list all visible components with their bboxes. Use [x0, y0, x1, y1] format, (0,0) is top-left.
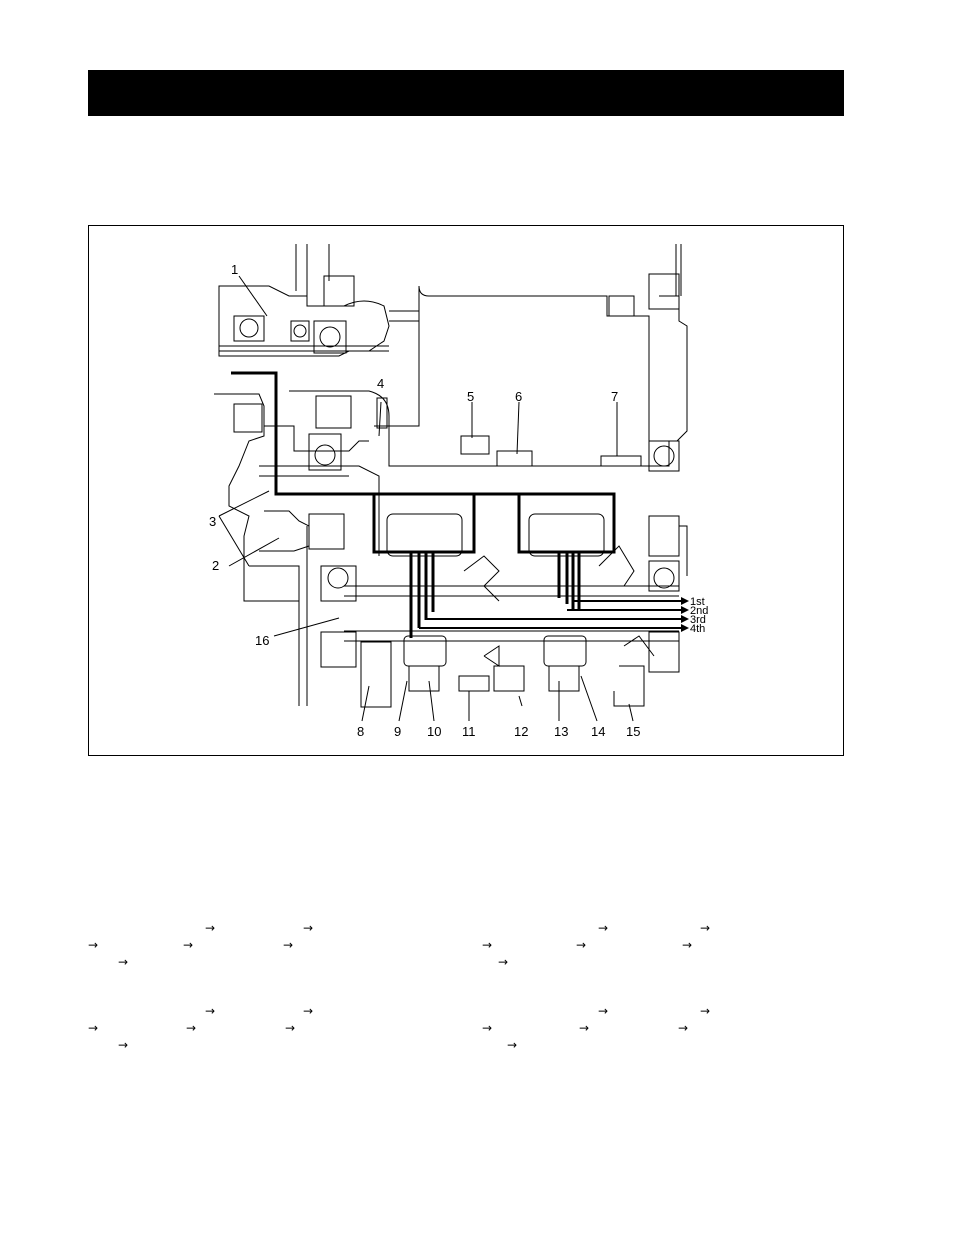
- callout-9: 9: [394, 724, 401, 739]
- arrow-glyph-11: →: [118, 955, 129, 969]
- callout-14: 14: [591, 724, 605, 739]
- arrow-glyph-23: →: [118, 1038, 129, 1052]
- power-flow-lines: [231, 371, 616, 638]
- arrow-glyph-12: →: [498, 955, 509, 969]
- arrow-glyph-24: →: [507, 1038, 518, 1052]
- callout-2: 2: [212, 558, 219, 573]
- arrow-glyph-21: →: [579, 1021, 590, 1035]
- arrow-glyph-2: →: [303, 921, 314, 935]
- callout-10: 10: [427, 724, 441, 739]
- arrow-glyph-9: →: [576, 938, 587, 952]
- transmission-diagram-frame: 1 2 3 4 5 6 7 8 9 10 11 12 13 14 15 16 1…: [88, 225, 844, 756]
- callout-12: 12: [514, 724, 528, 739]
- gear-label-4th: 4th: [690, 623, 705, 635]
- gear-label-2nd: 2nd: [690, 605, 708, 617]
- callout-leaders: [218, 275, 634, 722]
- arrow-glyph-17: →: [88, 1021, 99, 1035]
- callout-1: 1: [231, 262, 238, 277]
- callout-5: 5: [467, 389, 474, 404]
- arrow-glyph-8: →: [482, 938, 493, 952]
- arrow-glyph-14: →: [303, 1004, 314, 1018]
- callout-15: 15: [626, 724, 640, 739]
- arrow-glyph-7: →: [283, 938, 294, 952]
- housing-outline: [214, 244, 688, 708]
- callout-11: 11: [462, 724, 476, 739]
- arrow-glyph-13: →: [205, 1004, 216, 1018]
- callout-7: 7: [611, 389, 618, 404]
- gear-label-3rd: 3rd: [690, 614, 706, 626]
- arrow-glyph-4: →: [700, 921, 711, 935]
- callout-6: 6: [515, 389, 522, 404]
- arrow-glyph-10: →: [682, 938, 693, 952]
- transmission-diagram: 1 2 3 4 5 6 7 8 9 10 11 12 13 14 15 16 1…: [209, 244, 708, 739]
- callout-3: 3: [209, 514, 216, 529]
- arrow-glyph-18: →: [186, 1021, 197, 1035]
- arrow-glyph-20: →: [482, 1021, 493, 1035]
- arrow-glyph-6: →: [183, 938, 194, 952]
- arrow-glyph-1: →: [205, 921, 216, 935]
- callout-4: 4: [377, 376, 384, 391]
- arrow-glyph-15: →: [598, 1004, 609, 1018]
- header-bar: [88, 70, 844, 116]
- arrow-glyph-22: →: [678, 1021, 689, 1035]
- gear-label-1st: 1st: [690, 596, 705, 608]
- callout-13: 13: [554, 724, 568, 739]
- arrow-glyph-19: →: [285, 1021, 296, 1035]
- callout-8: 8: [357, 724, 364, 739]
- arrow-glyph-5: →: [88, 938, 99, 952]
- arrow-glyph-16: →: [700, 1004, 711, 1018]
- gear-output-arrows: [419, 597, 689, 632]
- arrow-glyph-3: →: [598, 921, 609, 935]
- callout-16: 16: [255, 633, 269, 648]
- bearing-circles: [239, 318, 675, 589]
